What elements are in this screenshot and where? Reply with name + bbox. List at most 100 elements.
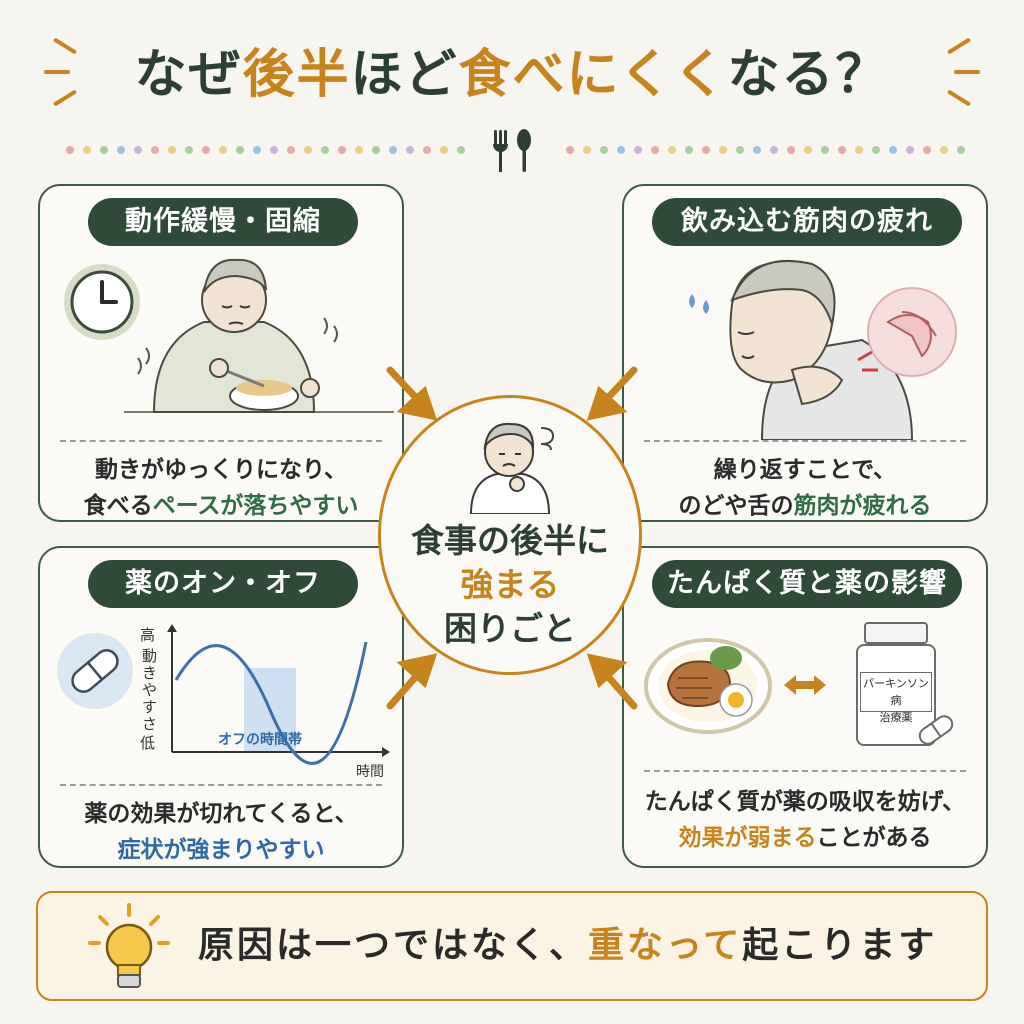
divider-dot <box>338 146 346 154</box>
arrowhead-icon <box>396 653 438 689</box>
bottle-cap <box>864 622 928 644</box>
divider-dot <box>355 146 363 154</box>
divider-dot <box>770 146 778 154</box>
caption-line: 薬の効果が切れてくると、 <box>84 801 358 827</box>
title-ray-icon <box>954 70 980 74</box>
panel-heading: 動作緩慢・固縮 <box>88 198 358 246</box>
divider-dot <box>940 146 948 154</box>
double-arrow-icon <box>784 675 826 695</box>
divider <box>60 784 382 786</box>
divider-dot <box>100 146 108 154</box>
panel-heading: たんぱく質と薬の影響 <box>652 560 962 608</box>
bottle-label-line: 治療薬 <box>879 711 913 724</box>
title-part: なる？ <box>727 45 890 105</box>
divider-dot <box>651 146 659 154</box>
divider-dot <box>151 146 159 154</box>
divider-dot <box>736 146 744 154</box>
panel-caption: 薬の効果が切れてくると、 症状が強まりやすい <box>40 796 402 868</box>
x-axis-arrow <box>382 747 390 757</box>
divider-dot <box>236 146 244 154</box>
on-off-chart: 高 低 オフの時間帯 時間 <box>140 624 390 780</box>
divider-dot <box>634 146 642 154</box>
y-label-char: さ <box>142 715 158 733</box>
divider-dot <box>906 146 914 154</box>
divider <box>644 770 966 772</box>
dotted-divider-left <box>66 146 465 154</box>
divider-dot <box>287 146 295 154</box>
caption-line: 動きがゆっくりになり、 <box>94 457 348 483</box>
steak-plate-illustration <box>644 638 772 734</box>
title-highlight: 食べにくく <box>458 45 728 105</box>
divider-dot <box>66 146 74 154</box>
clock-icon <box>64 264 140 340</box>
divider-dot <box>838 146 846 154</box>
y-label-char: 動 <box>142 647 158 665</box>
pill-icon <box>918 715 954 745</box>
panel-heading: 飲み込む筋肉の疲れ <box>652 198 962 246</box>
title-highlight: 後半 <box>242 45 351 105</box>
divider-dot <box>406 146 414 154</box>
panel-slowness: 動作緩慢・固縮 動きがゆっくりになり、 食べるペースが落ちやすい <box>38 184 404 522</box>
caption-highlight: 効果が弱まる <box>678 825 817 851</box>
title-ray-icon <box>44 70 70 74</box>
arrowhead-icon <box>396 385 438 421</box>
page-title: なぜ後半ほど食べにくくなる？ <box>0 40 1024 110</box>
banner-part: 原因は一つではなく、 <box>198 925 589 966</box>
divider-dot <box>668 146 676 154</box>
divider-dot <box>719 146 727 154</box>
divider-dot <box>202 146 210 154</box>
divider-dot <box>685 146 693 154</box>
divider-dot <box>566 146 574 154</box>
divider-dot <box>821 146 829 154</box>
panel-heading: 薬のオン・オフ <box>88 560 358 608</box>
caption-line: のどや舌の筋肉が疲れる <box>624 488 986 524</box>
center-line: 食事の後半に <box>411 521 609 560</box>
panel-caption: 繰り返すことで、 のどや舌の筋肉が疲れる <box>624 452 986 524</box>
caption-line: 繰り返すことで、 <box>713 457 897 483</box>
divider <box>60 440 382 442</box>
divider-dot <box>702 146 710 154</box>
elderly-man-eating-illustration <box>124 258 394 413</box>
banner-highlight: 重なって <box>588 925 743 966</box>
man-touching-throat-illustration <box>689 260 914 440</box>
divider-dot <box>185 146 193 154</box>
arrowhead-icon <box>586 385 628 421</box>
caption-highlight: ペースが落ちやすい <box>152 493 359 519</box>
divider-dot <box>253 146 261 154</box>
caption-text: のどや舌の <box>678 493 794 519</box>
capsule-icon <box>57 633 133 709</box>
center-circle: 食事の後半に 強まる 困りごと <box>378 395 642 675</box>
caption-line: 食べるペースが落ちやすい <box>40 488 402 524</box>
divider-dot <box>219 146 227 154</box>
caption-text: 食べる <box>83 493 153 519</box>
divider-dot <box>957 146 965 154</box>
divider-dot <box>270 146 278 154</box>
y-label-mid: 動きやすさ <box>142 648 158 733</box>
worried-man-icon <box>469 422 555 514</box>
y-label-char: や <box>142 681 158 699</box>
bottle-label-line: パーキンソン病 <box>863 677 929 707</box>
title-part: なぜ <box>134 45 243 105</box>
x-axis-label: 時間 <box>356 764 384 780</box>
conclusion-text: 原因は一つではなく、重なって起こります <box>198 919 937 973</box>
divider <box>644 440 966 442</box>
panel-swallowing-fatigue: 飲み込む筋肉の疲れ 繰り返すことで、 のどや舌の筋肉が疲れる <box>622 184 988 522</box>
lightbulb-icon <box>88 903 170 988</box>
divider-dot <box>168 146 176 154</box>
divider-dot <box>117 146 125 154</box>
divider-dot <box>804 146 812 154</box>
caption-line: 効果が弱まることがある <box>624 820 986 856</box>
y-label-high: 高 <box>140 626 155 644</box>
conclusion-banner: 原因は一つではなく、重なって起こります <box>36 891 988 1001</box>
y-label-char: す <box>142 698 158 716</box>
panel-caption: 動きがゆっくりになり、 食べるペースが落ちやすい <box>40 452 402 524</box>
banner-part: 起こります <box>742 925 938 966</box>
arrowhead-icon <box>586 653 628 689</box>
divider-dot <box>889 146 897 154</box>
band-label: オフの時間帯 <box>218 731 302 748</box>
divider-dot <box>855 146 863 154</box>
y-label-low: 低 <box>140 734 155 752</box>
caption-text: ことがある <box>816 825 932 851</box>
divider-dot <box>617 146 625 154</box>
divider-dot <box>583 146 591 154</box>
